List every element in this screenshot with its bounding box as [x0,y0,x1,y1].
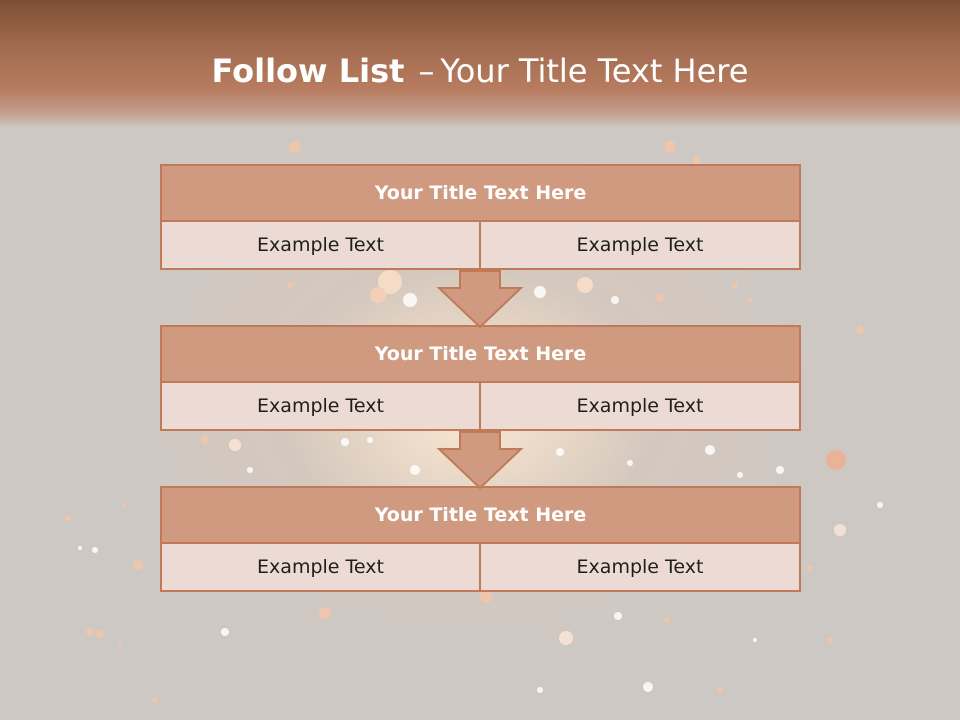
step-right-cell: Example Text [481,544,799,590]
down-arrow-icon [436,270,524,329]
step-left-cell: Example Text [162,383,481,429]
step-heading: Your Title Text Here [162,488,799,544]
step-left-cell: Example Text [162,544,481,590]
title-dash: – [418,52,435,90]
step-heading: Your Title Text Here [162,327,799,383]
title-bar [0,0,960,128]
down-arrow-icon [436,431,524,490]
step-left-cell: Example Text [162,222,481,268]
slide-title: Follow List–Your Title Text Here [0,52,960,90]
step-right-cell: Example Text [481,383,799,429]
title-bold-part: Follow List [211,52,405,90]
step-block-3: Your Title Text Here Example Text Exampl… [160,486,801,592]
step-heading: Your Title Text Here [162,166,799,222]
step-block-1: Your Title Text Here Example Text Exampl… [160,164,801,270]
step-right-cell: Example Text [481,222,799,268]
step-block-2: Your Title Text Here Example Text Exampl… [160,325,801,431]
title-subtitle-part: Your Title Text Here [440,52,749,90]
